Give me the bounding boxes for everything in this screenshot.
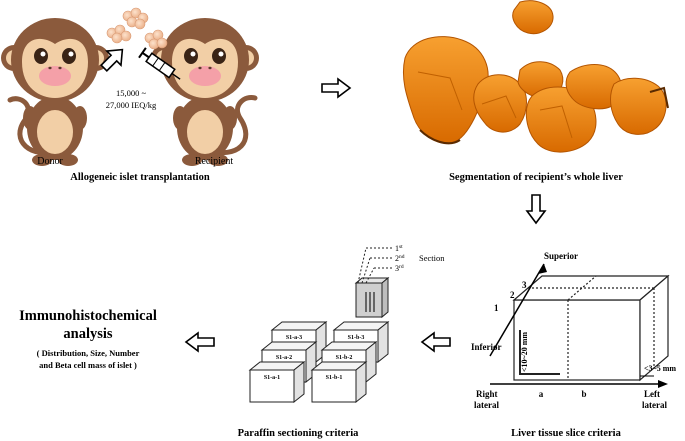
- paraffin-block-label: S1-a-1: [264, 375, 280, 381]
- paraffin-block-label: S1-a-3: [286, 335, 302, 341]
- label-num-2: 2: [510, 290, 515, 300]
- hollow-arrow-icon: [525, 194, 547, 225]
- panel5-detail-2: and Beta cell mass of islet ): [39, 360, 137, 370]
- paraffin-block-label: S1-b-1: [326, 375, 343, 381]
- label-b: b: [581, 389, 586, 399]
- section-2nd: 2nd: [395, 254, 405, 263]
- label-right-lateral-2: lateral: [474, 400, 499, 410]
- label-superior: Superior: [544, 251, 578, 261]
- recipient-monkey: [151, 18, 259, 166]
- paraffin-blocks: S1-a-3 S1-b-3S1-a-2 S1-b-2S1-a-1 S1-b-1: [248, 320, 390, 404]
- liver-tissue-block: [512, 274, 670, 382]
- paraffin-block-label: S1-b-2: [336, 355, 353, 361]
- axis-superior: [489, 263, 547, 357]
- dose-line-2: 27,000 IEQ/kg: [106, 100, 157, 110]
- label-depth: <3~5 mm: [644, 364, 676, 373]
- hollow-arrow-icon: [321, 77, 352, 99]
- syringe-icon: [138, 47, 181, 80]
- paraffin-block-label: S1-b-3: [348, 335, 365, 341]
- hollow-arrow-icon: [420, 331, 451, 353]
- islet-cluster-icon: [106, 7, 168, 50]
- panel4-caption: Paraffin sectioning criteria: [238, 428, 359, 439]
- panel1-caption: Allogeneic islet transplantation: [70, 172, 210, 183]
- label-num-1: 1: [494, 303, 499, 313]
- panel2-caption: Segmentation of recipient’s whole liver: [449, 172, 623, 183]
- axis-lateral: [490, 380, 668, 388]
- label-a: a: [539, 389, 544, 399]
- panel5-title-2: analysis: [63, 326, 113, 342]
- section-word: Section: [419, 253, 445, 263]
- label-inferior: Inferior: [471, 342, 502, 352]
- paraffin-section-stack: [345, 247, 394, 363]
- label-num-3: 3: [522, 280, 527, 290]
- panel5-title-1: Immunohistochemical: [19, 308, 157, 324]
- label-left-lateral-1: Left: [644, 389, 660, 399]
- panel3-caption: Liver tissue slice criteria: [511, 428, 621, 439]
- paraffin-block-label: S1-a-2: [276, 355, 292, 361]
- dose-line-1: 15,000 ~: [116, 88, 147, 98]
- label-height: <10~20 mm: [520, 332, 529, 372]
- label-left-lateral-2: lateral: [642, 400, 667, 410]
- paraffin-block-s1-b-1: S1-b-1: [310, 360, 368, 404]
- label-right-lateral-1: Right: [476, 389, 498, 399]
- panel5-detail-1: ( Distribution, Size, Number: [37, 348, 140, 358]
- section-3rd: 3rd: [395, 264, 404, 273]
- section-1st: 1st: [395, 244, 403, 253]
- donor-label: Donor: [37, 156, 63, 167]
- hollow-arrow-icon: [100, 48, 124, 72]
- hollow-arrow-icon: [184, 331, 215, 353]
- recipient-label: Recipient: [195, 156, 234, 167]
- paraffin-block-s1-a-1: S1-a-1: [248, 360, 306, 404]
- donor-monkey: [1, 18, 109, 166]
- liver-segments-photo: [402, 0, 669, 153]
